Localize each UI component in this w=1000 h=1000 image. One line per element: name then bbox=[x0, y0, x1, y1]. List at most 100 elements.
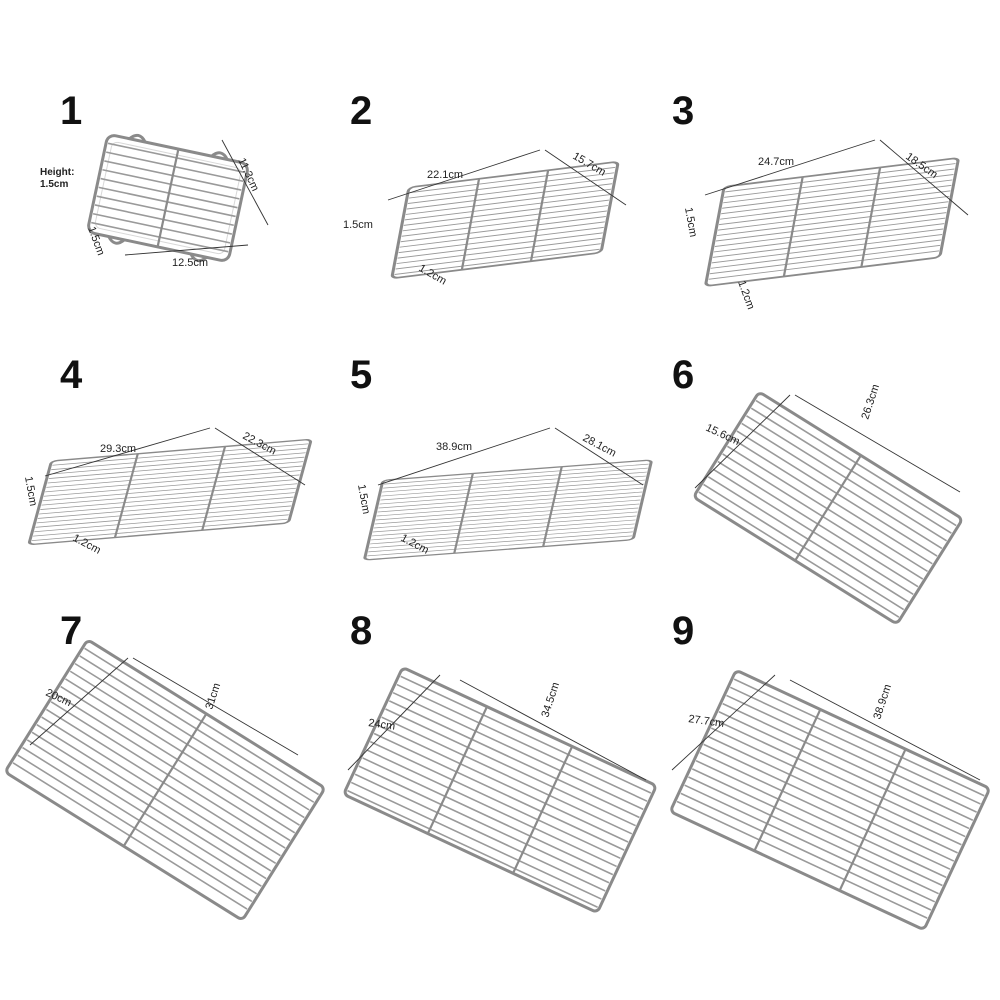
rack-wire bbox=[406, 183, 613, 210]
rack-wire bbox=[358, 765, 610, 884]
rack-1-number: 1 bbox=[60, 89, 82, 133]
rack-wire bbox=[396, 683, 648, 802]
rack-wire bbox=[380, 479, 646, 501]
rack-wire bbox=[373, 507, 639, 529]
rack-wire bbox=[401, 210, 607, 237]
rack-wire bbox=[684, 784, 936, 903]
rack-wire bbox=[680, 792, 932, 911]
rack-9-number: 9 bbox=[672, 609, 694, 653]
rack-6-width-dim: 15.6cm bbox=[704, 422, 742, 448]
rack-9-image bbox=[670, 670, 990, 930]
rack-wire bbox=[400, 215, 606, 243]
rack-wire bbox=[377, 724, 629, 843]
rack-2-foot-dim: 1.2cm bbox=[417, 262, 449, 287]
rack-wire bbox=[366, 749, 617, 868]
rack-wire bbox=[714, 719, 966, 838]
rack-5-width-dim: 38.9cm bbox=[436, 441, 472, 453]
rack-wire bbox=[371, 515, 637, 537]
rack-wire bbox=[370, 519, 636, 541]
rack-wire bbox=[716, 206, 948, 237]
rack-wire bbox=[40, 487, 297, 510]
rack-6-image bbox=[693, 392, 963, 624]
rack-wire bbox=[714, 217, 946, 247]
rack-wire bbox=[713, 223, 945, 253]
rack-wire bbox=[721, 184, 952, 215]
rack-wire bbox=[733, 678, 985, 797]
rack-wire bbox=[711, 234, 943, 264]
rack-8-depth-dim: 34.5cm bbox=[539, 681, 562, 719]
rack-wire bbox=[347, 789, 598, 908]
rack-wire bbox=[385, 708, 636, 827]
rack-9-depth-dim: 38.9cm bbox=[871, 683, 894, 721]
rack-wire bbox=[703, 743, 955, 862]
rack-wire bbox=[31, 518, 288, 541]
rack-wire bbox=[404, 194, 611, 221]
rack-wire bbox=[408, 172, 615, 199]
rack-9-panel: 9 27.7cm 38.9cm bbox=[670, 609, 990, 930]
rack-wire bbox=[405, 188, 612, 215]
rack-wire bbox=[376, 495, 642, 517]
rack-4-number: 4 bbox=[60, 353, 83, 397]
rack-wire bbox=[726, 694, 977, 813]
rack-wire bbox=[362, 757, 614, 876]
rack-9-width-dim: 27.7cm bbox=[688, 713, 725, 730]
rack-3-width-dim: 24.7cm bbox=[758, 156, 794, 168]
rack-wire bbox=[718, 711, 970, 830]
rack-4-width-dim: 29.3cm bbox=[100, 443, 136, 455]
rack-wire bbox=[396, 237, 602, 265]
rack-wire bbox=[383, 467, 648, 489]
rack-wire bbox=[717, 201, 949, 231]
rack-2-panel: 2 22.1cm 15.7cm 1.5cm 1.2cm bbox=[343, 89, 627, 288]
rack-5-height-dim: 1.5cm bbox=[355, 483, 372, 515]
rack-wire bbox=[400, 675, 652, 794]
rack-7-number: 7 bbox=[60, 609, 82, 653]
rack-2-image bbox=[390, 161, 620, 279]
rack-wire bbox=[708, 250, 940, 280]
rack-wire bbox=[695, 759, 947, 879]
rack-wire bbox=[710, 727, 962, 846]
rack-wire bbox=[369, 527, 634, 549]
rack-wire bbox=[676, 800, 928, 919]
rack-wire bbox=[707, 735, 958, 854]
rack-wire bbox=[381, 716, 633, 835]
rack-wire bbox=[398, 226, 604, 254]
rack-wire bbox=[373, 732, 625, 851]
rack-1-width-dim: 12.5cm bbox=[172, 257, 208, 269]
rack-wire bbox=[407, 177, 614, 205]
rack-wire bbox=[719, 190, 951, 220]
rack-wire bbox=[688, 776, 939, 895]
rack-7-panel: 7 20cm 31cm bbox=[5, 609, 325, 920]
rack-wire bbox=[394, 248, 600, 275]
rack-wire bbox=[42, 478, 299, 502]
rack-wire bbox=[43, 474, 300, 497]
rack-2-depth-dim: 15.7cm bbox=[571, 150, 608, 178]
rack-8-width-dim: 24cm bbox=[368, 717, 396, 733]
rack-wire bbox=[402, 205, 609, 232]
rack-5-number: 5 bbox=[350, 353, 372, 397]
rack-wire bbox=[724, 168, 955, 198]
rack-wire bbox=[722, 702, 974, 821]
rack-2-number: 2 bbox=[350, 89, 372, 133]
rack-wire bbox=[34, 509, 291, 533]
rack-wire bbox=[39, 492, 295, 515]
rack-wire bbox=[32, 514, 289, 537]
rack-wire bbox=[46, 465, 303, 488]
rack-wire bbox=[709, 244, 941, 275]
rack-8-number: 8 bbox=[350, 609, 372, 653]
rack-wire bbox=[37, 496, 294, 519]
rack-8-panel: 8 24cm 34.5cm bbox=[343, 609, 657, 913]
rack-wire bbox=[368, 531, 633, 553]
rack-4-height-dim: 1.5cm bbox=[22, 475, 39, 507]
rack-wire bbox=[715, 212, 947, 242]
rack-wire bbox=[48, 456, 305, 479]
rack-4-panel: 4 29.3cm 22.3cm 1.5cm 1.2cm bbox=[22, 353, 313, 557]
rack-1-height-label: Height: bbox=[40, 167, 74, 178]
rack-7-depth-dim: 31cm bbox=[203, 682, 223, 711]
rack-wire bbox=[723, 173, 954, 204]
rack-7-image bbox=[5, 640, 325, 920]
rack-8-image bbox=[343, 667, 657, 913]
rack-wire bbox=[388, 700, 640, 819]
rack-wire bbox=[374, 503, 640, 525]
rack-1-height-value: 1.5cm bbox=[40, 179, 68, 190]
rack-wire bbox=[710, 239, 942, 269]
